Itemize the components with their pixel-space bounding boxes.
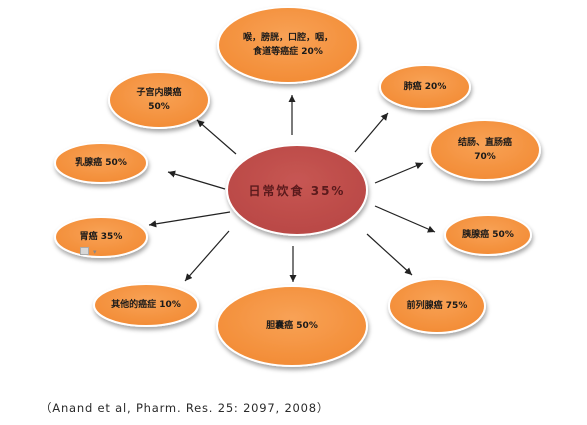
citation: （Anand et al, Pharm. Res. 25: 2097, 2008… (40, 401, 330, 415)
node-throat (217, 6, 359, 84)
arrow-lung (354, 112, 389, 153)
node-other (93, 283, 199, 327)
arrow-colorectal (374, 162, 424, 184)
arrow-pancreas (374, 205, 436, 233)
node-breast (54, 142, 148, 184)
node-gallbladder (216, 285, 368, 367)
node-prostate (388, 278, 486, 334)
arrow-prostate (366, 233, 413, 276)
node-uterus (108, 71, 210, 129)
node-stomach (54, 216, 148, 258)
arrow-other (184, 230, 230, 282)
node-lung (379, 64, 471, 110)
center-label: 日常饮食 35% (248, 183, 346, 198)
small-dot-icon: ▾ (93, 248, 97, 256)
node-pancreas (444, 214, 532, 256)
arrow-uterus (196, 119, 237, 155)
small-placeholder-icon (80, 247, 89, 255)
node-colorectal (429, 119, 541, 181)
arrow-breast (167, 170, 226, 190)
arrow-stomach (148, 211, 231, 228)
center-node (226, 144, 368, 236)
